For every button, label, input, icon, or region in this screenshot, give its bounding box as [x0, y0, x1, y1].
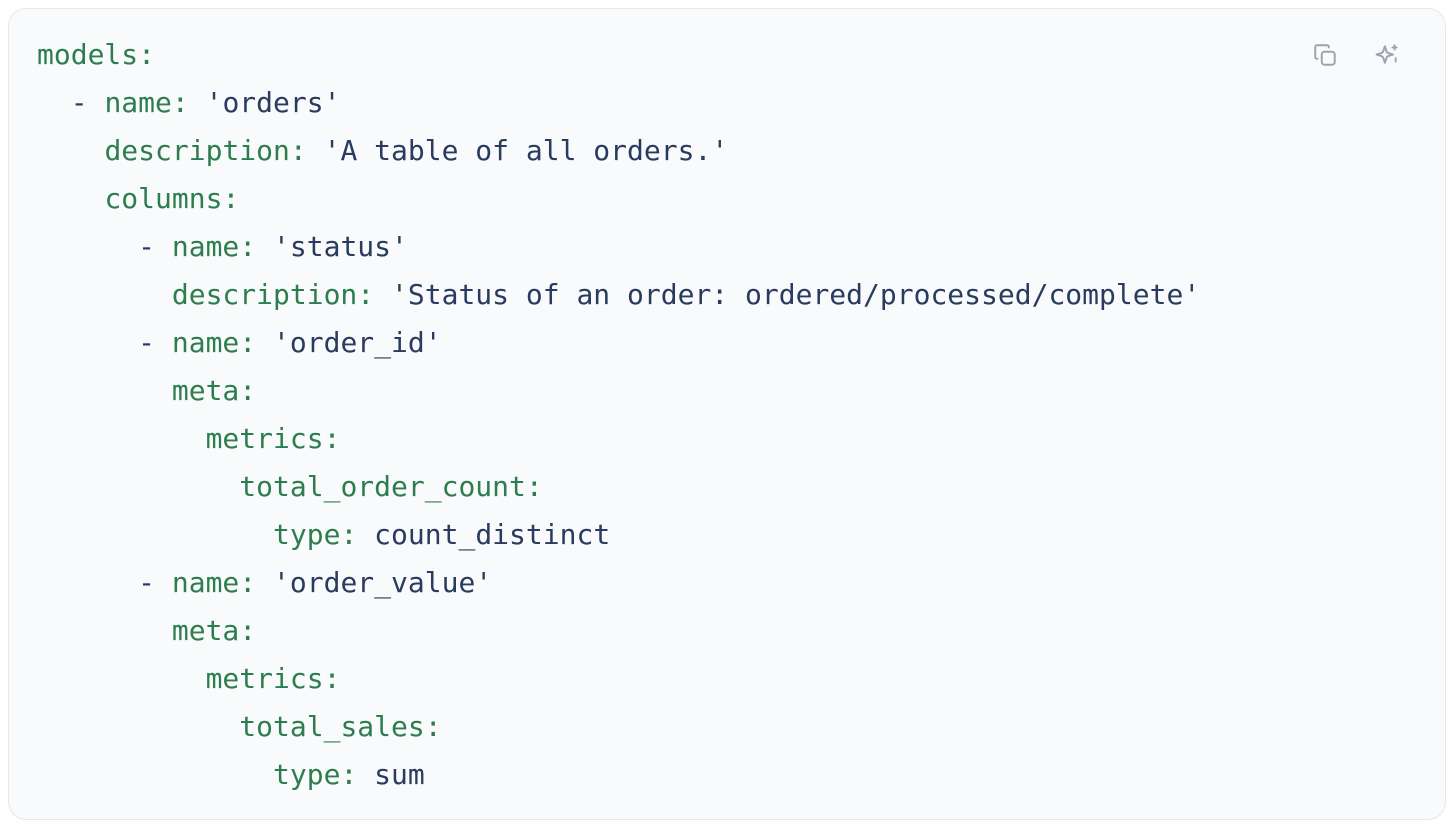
code-token-plain: [37, 182, 104, 215]
code-token-key: total_sales:: [239, 710, 442, 743]
code-line: metrics:: [37, 655, 1417, 703]
code-token-punct: -: [37, 326, 172, 359]
code-token-key: name:: [104, 86, 189, 119]
copy-button[interactable]: [1311, 41, 1339, 69]
code-token-key: description:: [171, 278, 375, 311]
code-token-value: sum: [357, 758, 425, 791]
code-token-value: 'A table of all orders.': [306, 134, 729, 167]
code-line: - name: 'orders': [37, 79, 1417, 127]
code-line: description: 'Status of an order: ordere…: [37, 271, 1417, 319]
code-line: meta:: [37, 607, 1417, 655]
code-token-punct: -: [37, 230, 172, 263]
code-line: models:: [37, 31, 1417, 79]
code-token-plain: [37, 518, 273, 551]
code-token-plain: [37, 374, 172, 407]
code-token-key: description:: [104, 134, 307, 167]
code-token-plain: [37, 662, 206, 695]
code-token-value: 'order_id': [256, 326, 442, 359]
code-line: total_sales:: [37, 703, 1417, 751]
code-block: models: - name: 'orders' description: 'A…: [37, 31, 1417, 799]
code-token-key: meta:: [171, 374, 257, 407]
code-token-key: name:: [171, 326, 257, 359]
code-line: - name: 'order_value': [37, 559, 1417, 607]
code-token-key: models:: [37, 38, 156, 71]
code-token-plain: [37, 614, 172, 647]
code-token-key: total_order_count:: [239, 470, 543, 503]
code-token-key: columns:: [104, 182, 240, 215]
code-card: models: - name: 'orders' description: 'A…: [8, 8, 1446, 820]
code-token-key: name:: [171, 566, 257, 599]
code-line: type: sum: [37, 751, 1417, 799]
code-token-value: 'status': [256, 230, 408, 263]
code-line: type: count_distinct: [37, 511, 1417, 559]
code-token-plain: [37, 422, 206, 455]
code-token-plain: [37, 470, 239, 503]
code-token-key: meta:: [171, 614, 257, 647]
code-line: meta:: [37, 367, 1417, 415]
code-line: description: 'A table of all orders.': [37, 127, 1417, 175]
copy-icon: [1312, 42, 1338, 68]
sparkle-button[interactable]: [1373, 41, 1401, 69]
code-token-punct: -: [37, 86, 105, 119]
code-token-key: type:: [273, 518, 358, 551]
code-line: - name: 'order_id': [37, 319, 1417, 367]
code-token-plain: [37, 134, 104, 167]
code-token-plain: [37, 710, 239, 743]
code-line: columns:: [37, 175, 1417, 223]
code-line: total_order_count:: [37, 463, 1417, 511]
code-line: - name: 'status': [37, 223, 1417, 271]
code-line: metrics:: [37, 415, 1417, 463]
code-token-plain: [37, 758, 273, 791]
code-token-key: name:: [171, 230, 257, 263]
code-token-key: metrics:: [205, 422, 341, 455]
code-token-value: 'order_value': [256, 566, 493, 599]
code-token-plain: [37, 278, 172, 311]
sparkle-icon: [1374, 42, 1400, 68]
code-toolbar: [1311, 41, 1401, 69]
code-token-value: count_distinct: [357, 518, 611, 551]
code-token-key: type:: [273, 758, 358, 791]
code-token-punct: -: [37, 566, 172, 599]
code-token-value: 'orders': [188, 86, 341, 119]
code-token-value: 'Status of an order: ordered/processed/c…: [374, 278, 1201, 311]
code-token-key: metrics:: [205, 662, 341, 695]
